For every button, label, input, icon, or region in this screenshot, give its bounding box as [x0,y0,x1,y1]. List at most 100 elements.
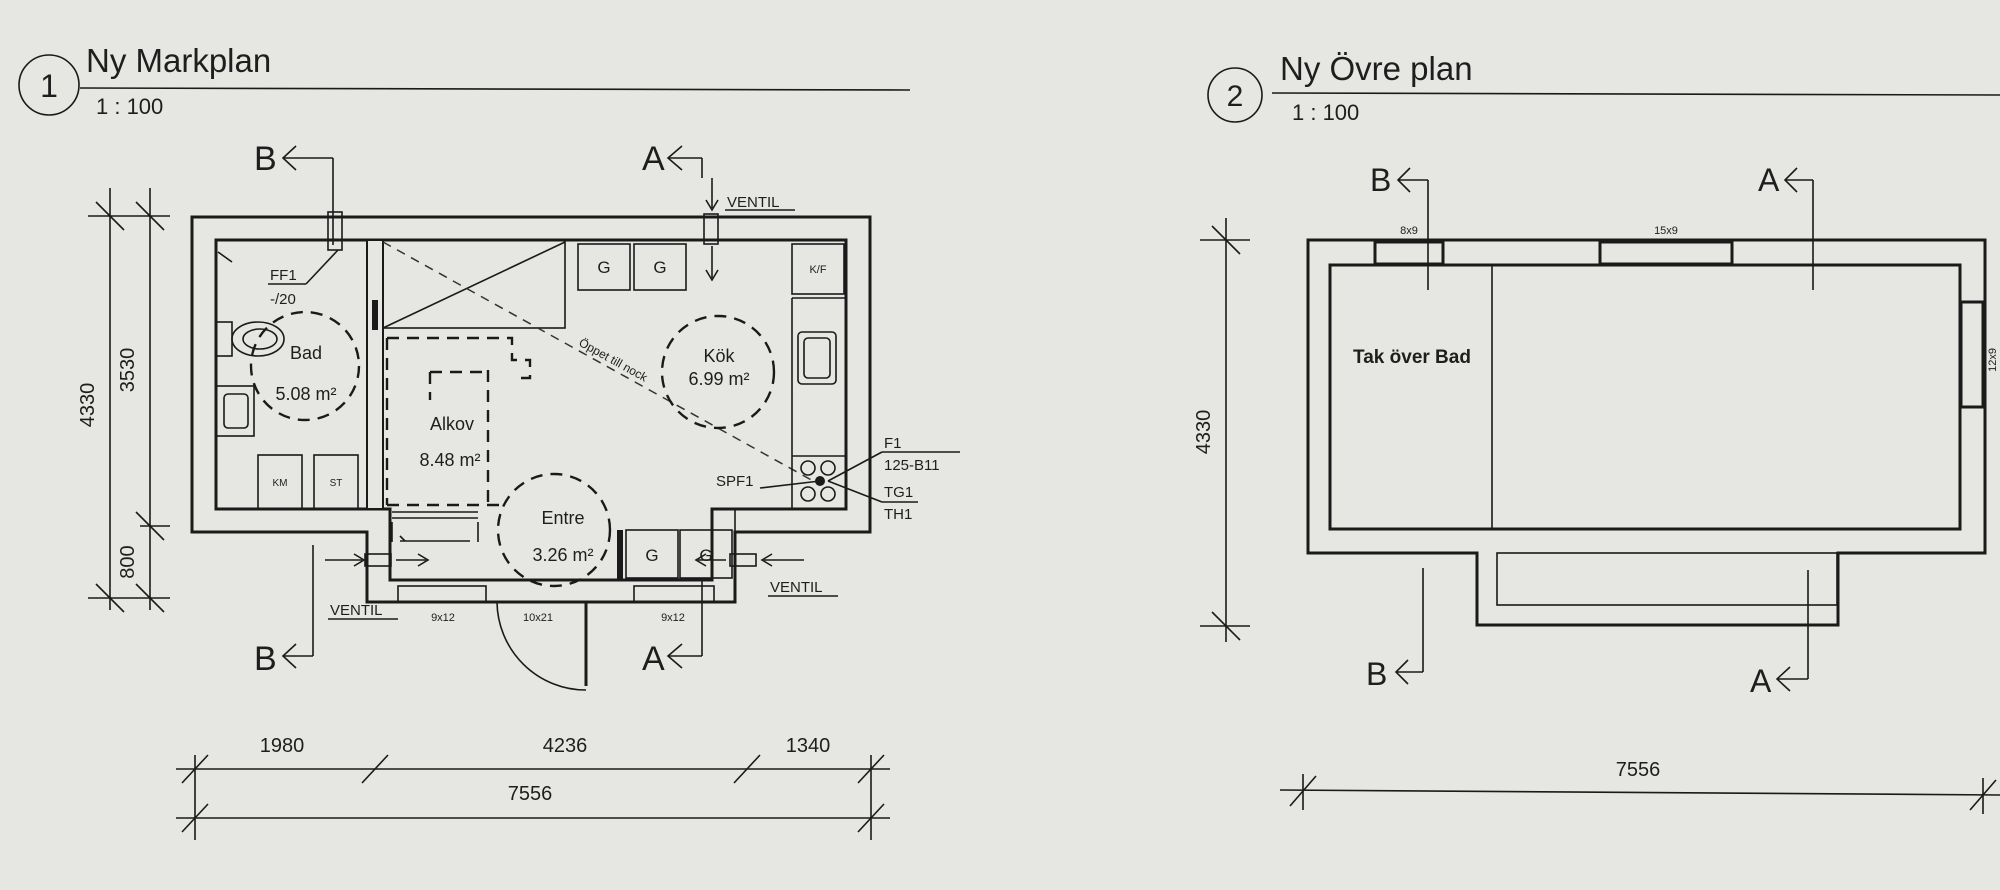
plan2-section-a-bottom: A [1750,570,1809,699]
svg-text:B: B [254,640,277,678]
alcove-loft-outline-2 [385,338,505,507]
ventil-left-grille [364,553,392,567]
svg-text:B: B [1370,162,1391,198]
plan1-section-a-top: A [642,140,703,178]
washing-machine: KM [257,454,303,510]
plan2-room-label: Tak över Bad [1353,347,1471,368]
svg-text:A: A [642,640,665,678]
plan1-title: Ny Markplan [86,42,271,79]
plan-upper-floor: 2 Ny Övre plan 1 : 100 8x9 15x9 12x9 Tak… [1193,50,2000,814]
alcove-room-name: Alkov [430,414,474,434]
alcove-guard-bars [391,511,479,542]
ff1-leader [305,249,339,285]
svg-text:A: A [1758,162,1780,198]
stair-diagonal [382,241,566,329]
svg-text:ST: ST [330,478,343,489]
dim-width-total: 7556 [508,783,553,805]
plan2-vertical-dim [1200,218,1250,642]
plan2-window-left [1373,240,1445,266]
plan1-section-b-bottom: B [254,545,314,678]
plan2-section-a-top: A [1758,162,1814,290]
plan2-inner-wall [1328,263,1962,531]
fridge-cabinet: G [577,243,631,291]
ventil-top-grille [703,213,719,245]
plan2-scale: 1 : 100 [1292,100,1359,125]
plan1-scale: 1 : 100 [96,94,163,119]
plan2-window-mid [1598,240,1734,266]
toilet-fixture [215,321,285,357]
f1-leader [827,451,883,482]
dim-height-upper: 3530 [117,348,139,393]
spf1-label: SPF1 [716,473,754,490]
ventil-top-label: VENTIL [727,194,780,211]
kitchen-room-area: 6.99 m² [688,369,749,389]
svg-text:G: G [699,546,712,565]
ventil-right-arrowhead [760,553,773,567]
entry-room-area: 3.26 m² [532,545,593,565]
plan1-outer-wall [190,215,872,604]
tg1-leader [827,480,883,503]
entry-turning-circle [496,472,612,588]
plan1-number-circle [18,54,80,116]
entry-room-name: Entre [541,508,584,528]
dim-width-right: 1340 [786,735,831,757]
svg-text:K/F: K/F [809,264,826,276]
plan2-outer-wall [1306,238,1987,627]
dim-width-mid: 4236 [543,735,588,757]
kitchen-room-name: Kök [703,346,735,366]
ff1-sub-label: -/20 [270,291,296,308]
plan1-window-right [633,585,715,603]
plan1-number: 1 [40,68,58,104]
plan1-window-left [397,585,487,603]
plan1-door-label: 10x21 [523,612,553,624]
svg-text:A: A [642,140,665,178]
floor-drain-symbol [217,251,233,263]
plan2-dim-width-total: 7556 [1616,759,1661,781]
washbasin-fixture [215,385,255,437]
plan2-horizontal-dim [1279,774,2000,814]
dim-width-left: 1980 [260,735,305,757]
plan1-inner-wall [214,238,848,582]
svg-text:G: G [645,546,658,565]
bath-vent-grille [327,211,343,251]
svg-text:G: G [653,258,666,277]
plan1-vertical-dims [88,188,170,613]
alcove-loft-outline [387,336,532,380]
wardrobe-cabinet: G [633,243,687,291]
th1-label: TH1 [884,506,912,523]
plan2-window-mid-label: 15x9 [1654,225,1678,237]
f1-sub-label: 125-B11 [884,457,940,474]
tg1-label: TG1 [884,484,913,501]
bath-turning-circle [249,310,361,422]
ventil-right-label: VENTIL [770,579,823,596]
entry-door-swing [496,601,588,691]
plan2-dim-height-total: 4330 [1193,410,1215,455]
plan2-window-right [1959,300,1985,409]
svg-text:B: B [254,140,277,178]
plan-ground-floor: 1 Ny Markplan 1 : 100 Öppet till nock [18,42,960,840]
svg-text:G: G [597,258,610,277]
open-to-ridge-line [382,241,816,483]
svg-text:A: A [1750,663,1772,699]
svg-text:B: B [1366,656,1387,692]
ventil-left-in-arrowhead [417,553,430,567]
dryer: ST [313,454,359,510]
plan2-title-underline [1271,92,2000,96]
ventil-top-arrowhead [705,199,719,212]
ventil-left-arrowhead [353,553,366,567]
plan2-balcony-box [1496,552,1838,606]
ventil-top-in-arrowhead [705,269,719,282]
plan2-number: 2 [1227,80,1244,113]
ff1-label: FF1 [270,267,297,284]
plan1-section-a-bottom: A [642,580,703,678]
stove-burners [800,460,836,502]
plan2-number-circle [1207,67,1263,123]
stair-opening [382,239,566,329]
kitchen-counter: K/F [791,243,846,509]
plan1-title-underline [79,87,911,91]
bath-room-area: 5.08 m² [275,384,336,404]
ventil-right-in-arrowhead [694,553,707,567]
open-to-ridge-label: Öppet till nock [577,335,651,385]
bath-room-name: Bad [290,343,322,363]
entry-wardrobe-left: G [625,529,679,579]
